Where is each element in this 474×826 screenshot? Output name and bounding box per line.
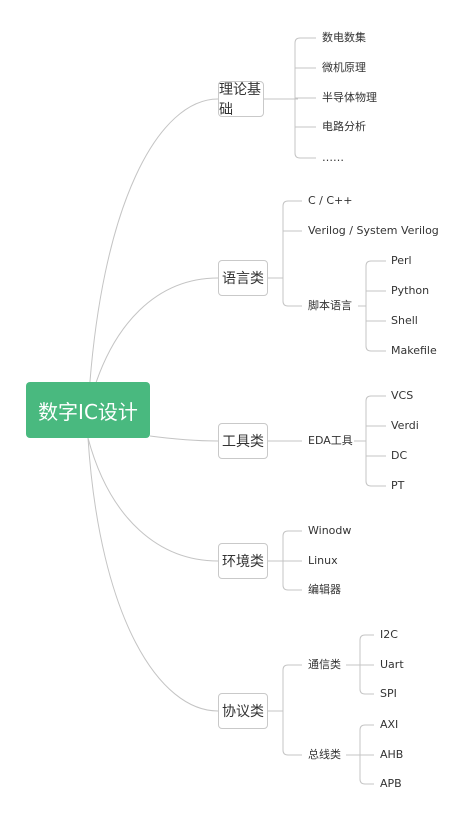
leaf-eda-2[interactable]: DC xyxy=(391,449,408,462)
leaf-env-2[interactable]: 编辑器 xyxy=(308,583,341,596)
leaf-language-0[interactable]: C / C++ xyxy=(308,194,353,207)
leaf-script-3[interactable]: Makefile xyxy=(391,344,437,357)
node-tools[interactable]: 工具类 xyxy=(218,423,268,459)
node-eda-tools[interactable]: EDA工具 xyxy=(308,434,353,447)
node-comm[interactable]: 通信类 xyxy=(308,658,341,671)
leaf-theory-4[interactable]: …… xyxy=(322,151,344,164)
connector-root-tools xyxy=(149,435,219,442)
node-language[interactable]: 语言类 xyxy=(218,260,268,296)
node-script-language[interactable]: 脚本语言 xyxy=(308,299,352,312)
connector-root-protocol xyxy=(87,437,219,712)
leaf-comm-0[interactable]: I2C xyxy=(380,628,398,641)
node-protocol[interactable]: 协议类 xyxy=(218,693,268,729)
leaf-script-2[interactable]: Shell xyxy=(391,314,418,327)
leaf-comm-1[interactable]: Uart xyxy=(380,658,404,671)
leaf-eda-0[interactable]: VCS xyxy=(391,389,414,402)
connector-root-theory xyxy=(87,98,219,411)
leaf-script-1[interactable]: Python xyxy=(391,284,430,297)
leaf-bus-1[interactable]: AHB xyxy=(380,748,404,761)
leaf-script-0[interactable]: Perl xyxy=(391,254,412,267)
leaf-comm-2[interactable]: SPI xyxy=(380,687,397,700)
root-node[interactable]: 数字IC设计 xyxy=(26,382,150,438)
leaf-theory-2[interactable]: 半导体物理 xyxy=(322,91,377,104)
node-theory[interactable]: 理论基础 xyxy=(218,81,264,118)
leaf-bus-2[interactable]: APB xyxy=(380,777,402,790)
leaf-theory-3[interactable]: 电路分析 xyxy=(322,120,366,133)
leaf-bus-0[interactable]: AXI xyxy=(380,718,399,731)
leaf-eda-1[interactable]: Verdi xyxy=(391,419,419,432)
node-bus[interactable]: 总线类 xyxy=(308,748,341,761)
leaf-theory-0[interactable]: 数电数集 xyxy=(322,31,366,44)
leaf-eda-3[interactable]: PT xyxy=(391,479,405,492)
leaf-language-1[interactable]: Verilog / System Verilog xyxy=(308,224,439,237)
leaf-theory-1[interactable]: 微机原理 xyxy=(322,61,366,74)
connector-root-env xyxy=(87,437,219,562)
node-env[interactable]: 环境类 xyxy=(218,543,268,579)
connector-root-language xyxy=(87,277,219,411)
leaf-env-1[interactable]: Linux xyxy=(308,554,338,567)
leaf-env-0[interactable]: Winodw xyxy=(308,524,352,537)
